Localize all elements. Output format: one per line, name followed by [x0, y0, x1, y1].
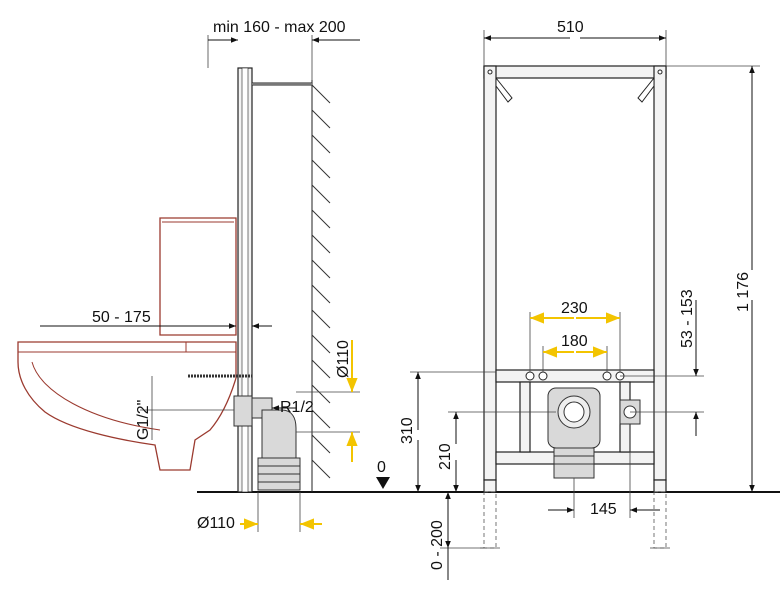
- front-view: 510 1 176 230 180: [399, 19, 760, 580]
- dimension-drain-offset: 145: [548, 424, 660, 518]
- dimension-mount-range: 53 - 153: [620, 289, 704, 436]
- frame-left-post: [483, 65, 497, 481]
- dimension-drain-side: Ø110: [296, 340, 360, 462]
- mount-range-label: 53 - 153: [679, 289, 696, 348]
- inlet-thread-label: R1/2: [280, 399, 314, 416]
- frame-foot-right: [653, 479, 667, 493]
- drain-side-label: Ø110: [335, 340, 352, 378]
- toilet-bowl-outline: [17, 341, 237, 471]
- dimension-pipe-spacing-inner: 180: [542, 333, 608, 372]
- dimension-pipe-spacing-outer: 230: [529, 300, 621, 372]
- wall-hatching: [311, 80, 331, 492]
- floor-adjust-label: 0 - 200: [429, 520, 446, 570]
- mount-hole: [525, 371, 535, 381]
- frame-right-post: [653, 65, 667, 481]
- dimension-drain-bottom: Ø110: [197, 492, 322, 532]
- dimension-water-thread: G1/2": [135, 376, 234, 440]
- dimension-bowl-offset: 50 - 175: [40, 309, 272, 329]
- total-height-label: 1 176: [735, 272, 752, 312]
- dimension-floor-adjust: 0 - 200: [429, 492, 484, 580]
- drain-connection-front: [547, 387, 601, 479]
- water-thread-label: G1/2": [135, 400, 152, 440]
- mount-hole: [602, 371, 612, 381]
- dimension-height-310: 310: [399, 371, 496, 492]
- dimension-wall-gap: min 160 - max 200: [207, 19, 360, 80]
- side-view: min 160 - max 200 50 - 175 G1/2" R1/2 Ø1…: [17, 19, 780, 532]
- dimension-total-height: 1 176: [666, 65, 760, 492]
- frame-top-bar: [483, 65, 667, 79]
- drain-bottom-label: Ø110: [197, 515, 235, 532]
- bowl-offset-label: 50 - 175: [92, 309, 151, 326]
- dimension-height-210: 210: [437, 411, 556, 492]
- dimension-total-width: 510: [483, 19, 667, 66]
- height-310-label: 310: [399, 417, 416, 444]
- cistern-outline: [159, 217, 237, 336]
- mount-hole: [538, 371, 548, 381]
- pipe-spacing-outer-label: 230: [561, 300, 588, 317]
- floor-zero-marker: 0: [376, 459, 390, 489]
- drain-offset-label: 145: [590, 501, 617, 518]
- frame-foot-left: [483, 479, 497, 493]
- wall-gap-label: min 160 - max 200: [213, 19, 346, 36]
- floor-zero-label: 0: [377, 459, 386, 476]
- drain-elbow: [233, 395, 301, 491]
- pipe-spacing-inner-label: 180: [561, 333, 588, 350]
- dimension-inlet-thread: R1/2: [272, 399, 314, 416]
- height-210-label: 210: [437, 443, 454, 470]
- total-width-label: 510: [557, 19, 584, 36]
